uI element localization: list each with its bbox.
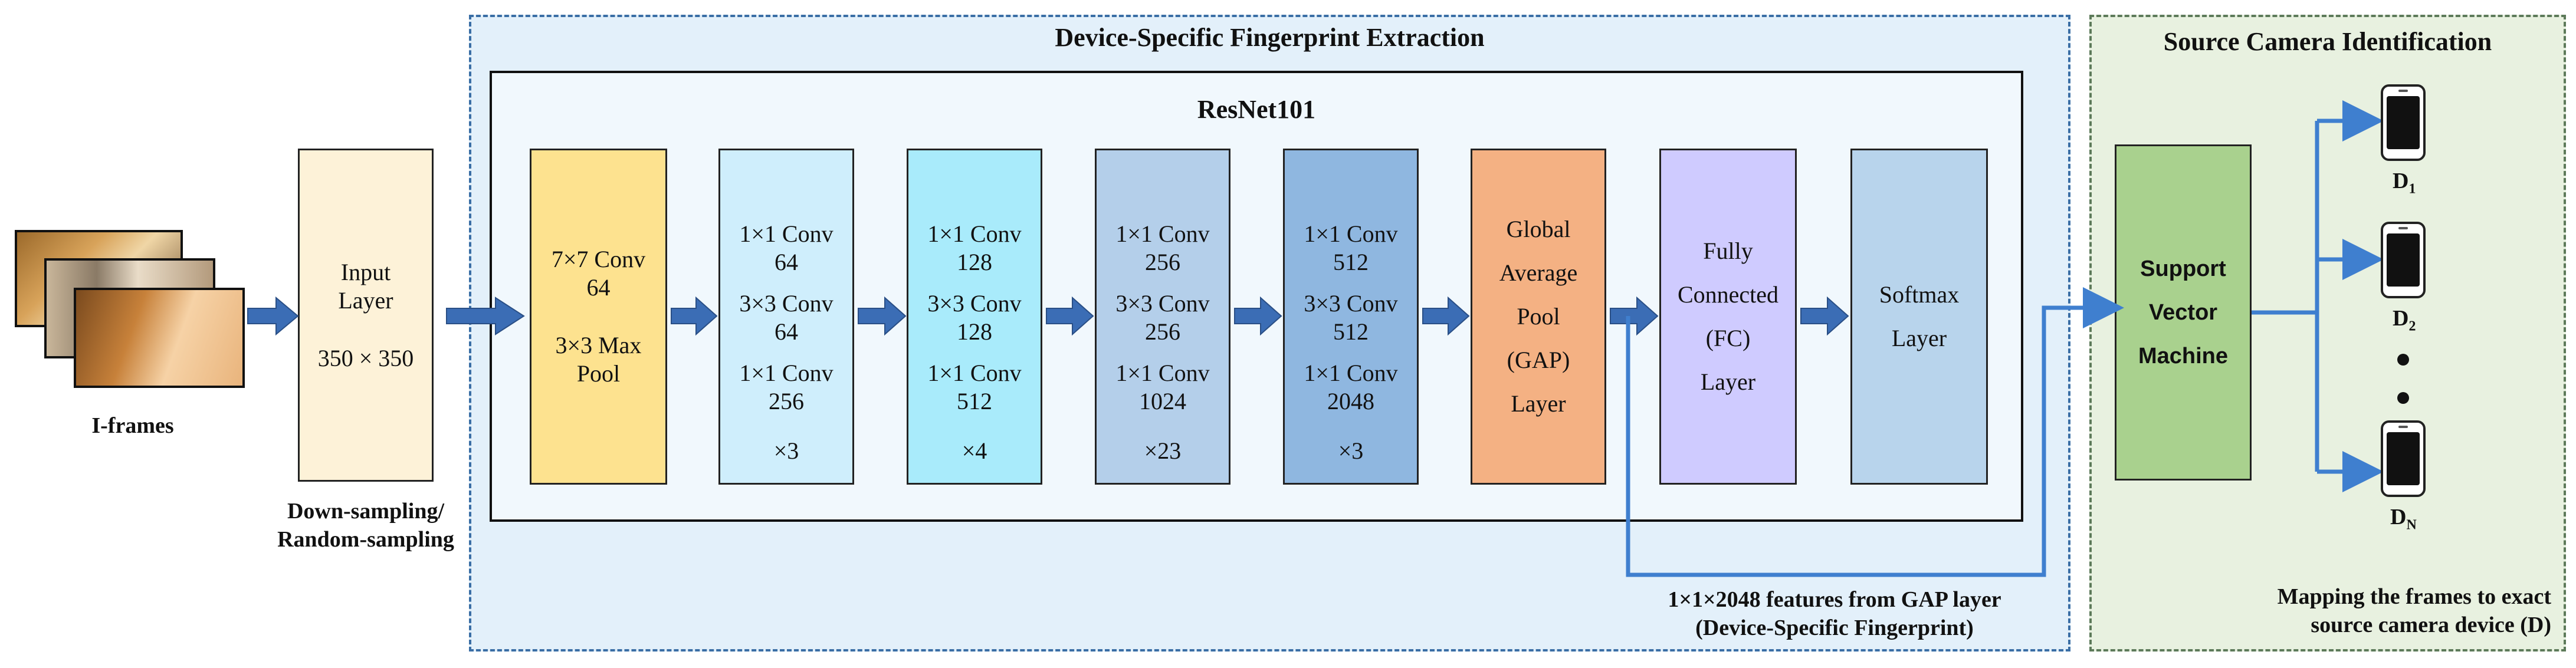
conv3-c1: 1×1 Conv [927, 360, 1022, 386]
block-arrow-frames-to-input [247, 296, 299, 336]
features-caption-line1: 1×1×2048 features from GAP layer [1668, 587, 2001, 612]
conv3-a2: 128 [957, 249, 992, 275]
conv5-repeat: ×3 [1338, 437, 1364, 464]
fc-line2: Connected [1677, 281, 1779, 308]
softmax-line1: Softmax [1879, 281, 1960, 308]
features-caption-line2: (Device-Specific Fingerprint) [1695, 616, 1974, 640]
block-arrow-conv1-to-conv2 [671, 296, 718, 336]
conv3-block: 1×1 Conv 128 3×3 Conv 128 1×1 Conv 512 ×… [907, 149, 1042, 485]
gap-line2: Average [1499, 259, 1578, 286]
iframes-label: I-frames [91, 413, 174, 438]
svm-line3: Machine [2138, 344, 2229, 368]
conv4-c2: 1024 [1139, 388, 1186, 414]
ellipsis-dot [2397, 392, 2409, 404]
gap-line1: Global [1506, 216, 1571, 242]
conv1-line1: 7×7 Conv [551, 246, 646, 272]
device-label-d2: D2 [2393, 306, 2416, 334]
phone-icon [2381, 84, 2426, 161]
conv5-block: 1×1 Conv 512 3×3 Conv 512 1×1 Conv 2048 … [1283, 149, 1419, 485]
conv2-a1: 1×1 Conv [739, 221, 833, 247]
phone-icon [2381, 420, 2426, 497]
svm-line1: Support [2140, 256, 2226, 281]
ellipsis-dot [2397, 354, 2409, 366]
mapping-caption-line1: Mapping the frames to exact [2277, 584, 2551, 609]
conv2-repeat: ×3 [773, 437, 799, 464]
conv2-b1: 3×3 Conv [739, 290, 833, 317]
fc-layer-block: Fully Connected (FC) Layer [1659, 149, 1797, 485]
conv4-repeat: ×23 [1144, 437, 1182, 464]
conv1-line4: Pool [576, 360, 621, 387]
conv3-repeat: ×4 [962, 437, 987, 464]
conv5-b2: 512 [1333, 318, 1369, 345]
input-layer-size: 350 × 350 [317, 344, 414, 371]
resnet-title: ResNet101 [1197, 95, 1316, 124]
conv3-b1: 3×3 Conv [927, 290, 1022, 317]
conv1-line3: 3×3 Max [555, 332, 642, 358]
conv1-block: 7×7 Conv 64 3×3 Max Pool [530, 149, 667, 485]
conv2-a2: 64 [775, 249, 798, 275]
input-layer-line2: Layer [338, 287, 393, 314]
conv5-a1: 1×1 Conv [1304, 221, 1398, 247]
svm-block: Support Vector Machine [2115, 144, 2252, 481]
fc-line1: Fully [1703, 238, 1753, 264]
conv2-b2: 64 [775, 318, 798, 345]
block-arrow-fc-to-softmax [1800, 296, 1849, 336]
block-arrow-input-to-conv1 [446, 297, 525, 335]
softmax-line2: Layer [1891, 325, 1947, 351]
gap-line5: Layer [1511, 390, 1566, 417]
conv1-line2: 64 [586, 274, 611, 301]
conv4-b2: 256 [1145, 318, 1180, 345]
conv4-c1: 1×1 Conv [1115, 360, 1210, 386]
sampling-label-line2: Random-sampling [277, 527, 454, 552]
conv3-a1: 1×1 Conv [927, 221, 1022, 247]
softmax-layer-block: Softmax Layer [1850, 149, 1988, 485]
sampling-label-line1: Down-sampling/ [287, 499, 445, 524]
conv3-c2: 512 [957, 388, 992, 414]
conv5-c1: 1×1 Conv [1304, 360, 1398, 386]
block-arrow-gap-to-fc [1610, 296, 1659, 336]
gap-line3: Pool [1517, 303, 1560, 330]
iframe-thumbnail-3 [74, 288, 245, 388]
mapping-caption-line2: source camera device (D) [2311, 613, 2551, 637]
conv4-a1: 1×1 Conv [1115, 221, 1210, 247]
fc-line4: Layer [1700, 368, 1756, 395]
conv5-a2: 512 [1333, 249, 1369, 275]
feature-path-line [1626, 287, 2124, 577]
device-label-dn: DN [2390, 505, 2417, 533]
conv4-a2: 256 [1145, 249, 1180, 275]
gap-line4: (GAP) [1507, 347, 1570, 373]
fc-line3: (FC) [1705, 325, 1751, 351]
conv2-c2: 256 [769, 388, 804, 414]
conv4-b1: 3×3 Conv [1115, 290, 1210, 317]
conv2-c1: 1×1 Conv [739, 360, 833, 386]
block-arrow-conv4-to-conv5 [1234, 296, 1282, 336]
conv4-block: 1×1 Conv 256 3×3 Conv 256 1×1 Conv 1024 … [1095, 149, 1230, 485]
input-layer-block: Input Layer 350 × 350 [298, 149, 434, 482]
phone-icon [2381, 222, 2426, 298]
block-arrow-conv2-to-conv3 [858, 296, 907, 336]
block-arrow-conv5-to-gap [1422, 296, 1470, 336]
conv5-b1: 3×3 Conv [1304, 290, 1398, 317]
conv2-block: 1×1 Conv 64 3×3 Conv 64 1×1 Conv 256 ×3 [718, 149, 854, 485]
conv3-b2: 128 [957, 318, 992, 345]
identification-title: Source Camera Identification [2163, 27, 2492, 56]
block-arrow-conv3-to-conv4 [1046, 296, 1094, 336]
input-layer-line1: Input [340, 258, 391, 285]
device-label-d1: D1 [2393, 169, 2416, 197]
conv5-c2: 2048 [1327, 388, 1374, 414]
svm-line2: Vector [2148, 300, 2218, 325]
extraction-title: Device-Specific Fingerprint Extraction [1055, 23, 1485, 52]
gap-layer-block: Global Average Pool (GAP) Layer [1471, 149, 1606, 485]
